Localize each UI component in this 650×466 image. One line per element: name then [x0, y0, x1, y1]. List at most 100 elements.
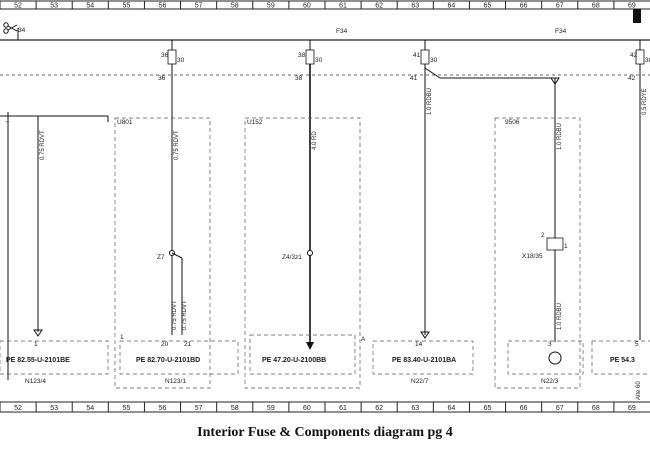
component-n54: 5 PE 54.3	[591, 340, 650, 375]
svg-text:30: 30	[315, 57, 323, 64]
wire-label-6: 0.5 RDYE	[642, 88, 648, 115]
ruler-label: 66	[520, 405, 528, 412]
wire-label-7: 0.75 RDVT	[172, 300, 178, 330]
ruler-label: 64	[447, 405, 455, 412]
component-n123-1: 1 20 21 PE 82.70-U-2101BD N123/1	[119, 334, 239, 385]
ruler-label: 68	[592, 3, 600, 10]
fuse-d: 42 30 42	[628, 40, 650, 340]
rail-label-f34-a: F34	[336, 28, 348, 35]
svg-text:30: 30	[177, 57, 185, 64]
ruler-label: 56	[159, 3, 167, 10]
component-n22-3: 3 N22/3	[507, 340, 584, 385]
svg-text:N22/7: N22/7	[411, 378, 429, 385]
ruler-label: 55	[122, 405, 130, 412]
rail-label-f34-b: F34	[555, 28, 567, 35]
svg-text:U152: U152	[247, 119, 263, 126]
svg-text:N123/4: N123/4	[25, 378, 46, 385]
ruler-label: 65	[484, 3, 492, 10]
wire-label-4: 1.0 RDBU	[427, 88, 433, 115]
svg-text:9506: 9506	[505, 119, 520, 126]
svg-text:41: 41	[410, 75, 418, 82]
svg-text:42: 42	[628, 75, 636, 82]
ruler-label: 53	[50, 405, 58, 412]
svg-text:Z7: Z7	[157, 254, 165, 261]
module-u152	[244, 117, 361, 389]
svg-text:14: 14	[415, 341, 423, 348]
scissors-icon	[3, 22, 18, 34]
ruler-label: 67	[556, 405, 564, 412]
svg-text:1: 1	[34, 341, 38, 348]
wire-label-9: 1.0 RDBU	[557, 303, 563, 330]
wire-label-1: 0.75 RDVT	[40, 130, 46, 160]
svg-text:38: 38	[295, 75, 303, 82]
svg-text:36: 36	[161, 52, 169, 59]
ruler-label: 59	[267, 3, 275, 10]
ruler-label: 65	[484, 405, 492, 412]
fuse-c: 41 30 41	[410, 40, 560, 339]
ruler-label: 66	[520, 3, 528, 10]
svg-text:PE 83.40-U-2101BA: PE 83.40-U-2101BA	[392, 357, 456, 364]
ruler-label: 52	[14, 405, 22, 412]
component-n22-7: 14 PE 83.40-U-2101BA N22/7	[372, 340, 474, 385]
ruler-label: 60	[303, 3, 311, 10]
splice-z4: Z4/3z1	[282, 250, 313, 261]
wire-label-3: 4.0 RD	[312, 131, 318, 150]
svg-text:20: 20	[161, 341, 169, 348]
ruler-label: 57	[195, 405, 203, 412]
sheet-marker	[633, 9, 641, 23]
svg-text:3: 3	[548, 341, 552, 348]
ruler-label: 68	[592, 405, 600, 412]
ruler-label: 59	[267, 405, 275, 412]
svg-text:N22/3: N22/3	[541, 378, 559, 385]
ruler-label: 54	[86, 405, 94, 412]
ruler-label: 55	[122, 3, 130, 10]
fuse-b: 38 30 38	[295, 40, 323, 350]
ruler-label: 64	[447, 3, 455, 10]
fuse-a: 36 30 36	[158, 40, 185, 335]
component-n123-4: 1 PE 82.55-U-2101BE N123/4	[0, 340, 109, 385]
ruler-label: 54	[86, 3, 94, 10]
wire-label-5: 1.0 RDBU	[557, 123, 563, 150]
wire-label-8: 0.75 RDVT	[182, 300, 188, 330]
rail-left-ref: 34	[18, 27, 26, 34]
svg-text:PE 82.70-U-2101BD: PE 82.70-U-2101BD	[136, 357, 200, 364]
svg-text:1: 1	[120, 334, 124, 341]
svg-text:42: 42	[630, 52, 638, 59]
ruler-label: 58	[231, 3, 239, 10]
svg-text:U801: U801	[117, 119, 133, 126]
svg-text:PE 54.3: PE 54.3	[610, 357, 635, 364]
ruler-label: 69	[628, 3, 636, 10]
ruler-label: 63	[411, 405, 419, 412]
svg-text:N123/1: N123/1	[165, 378, 186, 385]
svg-text:36: 36	[158, 75, 166, 82]
svg-text:2: 2	[541, 232, 545, 239]
ruler-label: 63	[411, 3, 419, 10]
svg-text:PE 47.20-U-2100BB: PE 47.20-U-2100BB	[262, 357, 326, 364]
module-u801	[114, 117, 211, 389]
ruler-label: 60	[303, 405, 311, 412]
module-9506	[494, 117, 581, 389]
diagram-caption: Interior Fuse & Components diagram pg 4	[197, 425, 453, 440]
ruler-label: 56	[159, 405, 167, 412]
wire-label-2: 0.75 RDVT	[174, 130, 180, 160]
svg-text:38: 38	[298, 52, 306, 59]
ruler-label: 61	[339, 3, 347, 10]
component-z100: A PE 47.20-U-2100BB	[249, 334, 366, 375]
splice-z7: Z7	[157, 250, 183, 335]
connector-x18: 2 1 X18/35	[522, 232, 568, 342]
svg-text:1: 1	[564, 243, 568, 250]
ruler-label: 62	[375, 405, 383, 412]
right-tag: Alte 60	[636, 381, 642, 400]
svg-text:A: A	[361, 336, 366, 343]
svg-text:21: 21	[184, 341, 192, 348]
ruler-label: 67	[556, 3, 564, 10]
svg-text:X18/35: X18/35	[522, 253, 543, 260]
svg-text:41: 41	[413, 52, 421, 59]
ruler-label: 53	[50, 3, 58, 10]
ruler-label: 58	[231, 405, 239, 412]
svg-text:30: 30	[430, 57, 438, 64]
ruler-label: 52	[14, 3, 22, 10]
